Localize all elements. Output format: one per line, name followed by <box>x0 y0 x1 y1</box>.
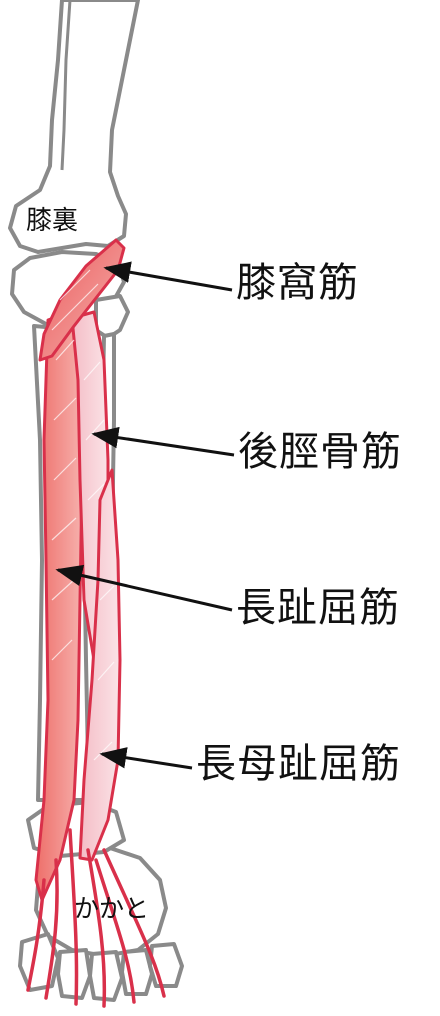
knee-back-label: 膝裏 <box>26 206 79 236</box>
flexor-hallucis-longus-label: 長母趾屈筋 <box>196 741 401 787</box>
pointer-arrows <box>55 261 235 770</box>
tibialis-posterior-label: 後脛骨筋 <box>238 429 402 475</box>
tibialis-posterior-arrow <box>91 426 235 457</box>
heel-label: かかと <box>74 894 150 923</box>
tendon-1 <box>26 878 46 992</box>
toe-bone-3 <box>88 950 124 1002</box>
tendon-2 <box>44 858 59 1000</box>
tendon-3 <box>68 828 79 1006</box>
popliteus-arrow <box>103 261 233 292</box>
toe-bone-2 <box>56 948 92 1000</box>
femur-inner-line <box>60 0 72 171</box>
tendon-4 <box>86 848 107 1008</box>
muscles <box>34 238 126 902</box>
flexor-digitorum-longus-label: 長趾屈筋 <box>236 585 400 631</box>
tendon-5 <box>94 858 136 1004</box>
popliteus-label: 膝窩筋 <box>236 260 359 306</box>
muscle-striations <box>51 269 115 761</box>
tendons <box>26 828 166 1008</box>
toe-bone-4 <box>120 948 154 996</box>
femur <box>8 0 140 254</box>
fhl-arrow <box>99 747 193 770</box>
fibula-head <box>94 294 130 340</box>
fdl-arrow <box>55 564 233 612</box>
tendon-6 <box>102 848 166 998</box>
